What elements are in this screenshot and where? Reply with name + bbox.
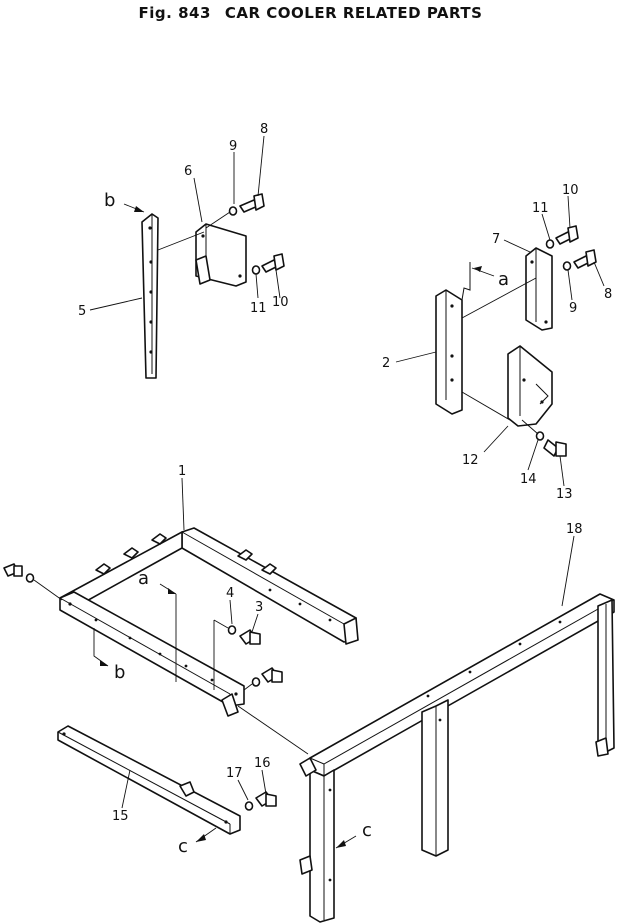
figure-caption: CAR COOLER RELATED PARTS [224,4,483,22]
part-label-1: 1 [178,464,186,479]
assembly-line [237,705,309,755]
part-label-3: 3 [255,600,263,615]
part-label-8-right: 8 [604,287,612,302]
part-label-18: 18 [566,522,583,537]
part-label-6: 6 [184,164,192,179]
bracket-part-12 [507,345,553,427]
part-label-7: 7 [492,232,500,247]
assembly-line [33,579,63,601]
ref-label-c: c [362,820,372,841]
part-label-13: 13 [556,487,573,502]
washer-part-11-left [251,265,261,275]
figure-number: Fig. 843 [138,4,211,22]
part-label-11-left: 11 [250,301,267,316]
ref-label-a: a [138,568,149,589]
part-label-9-left: 9 [229,139,237,154]
washer-part-14 [535,431,545,441]
assembly-line [213,619,229,629]
reference-arrow-a-lower: a [138,568,177,682]
part-label-5: 5 [78,304,86,319]
bolt-part-10-left [261,253,285,273]
reference-arrow-c-right: c [335,820,372,849]
washer-part-17 [244,801,254,811]
bolt-part-8-left [239,193,265,213]
part-label-16: 16 [254,756,271,771]
washer-part-11-right [545,239,555,249]
leader-lines [89,135,605,809]
part-label-9-right: 9 [569,301,577,316]
strap-part-15 [57,725,241,835]
bolt-part-13 [543,439,567,457]
washer-part-9-right [562,261,572,271]
ref-label-b: b [114,662,125,683]
part-label-15: 15 [112,809,129,824]
strap-part-5 [141,213,159,379]
figure-title: Fig. 843 CAR COOLER RELATED PARTS [0,4,621,22]
reference-arrow-c-left: c [178,827,217,857]
assembly-line [157,231,205,251]
bolt-part-3 [239,629,261,645]
strap-part-2 [435,262,471,415]
stand-part-18 [299,593,615,923]
assembly-line [461,391,511,421]
bolt-frame-left [3,563,23,577]
part-label-10-left: 10 [272,295,289,310]
part-label-8-left: 8 [260,122,268,137]
part-label-14: 14 [520,472,537,487]
assembly-line [461,277,537,319]
ref-label-b: b [104,190,115,211]
assembly-line [521,419,539,435]
bolt-part-8-right [573,249,597,269]
reference-arrow-b-upper: b [104,190,145,213]
part-label-12: 12 [462,453,479,468]
bolt-part-10-right [555,225,579,245]
washer-part-9-left [228,206,238,216]
bolt-frame-right [261,667,283,683]
reference-arrow-a-upper: a [471,266,509,290]
frame-part-1 [59,527,359,717]
assembly-line [243,683,253,691]
reference-arrow-b-lower: b [93,628,125,683]
part-label-10-right: 10 [562,183,579,198]
part-label-11-right: 11 [532,201,549,216]
part-label-4: 4 [226,586,234,601]
part-label-2: 2 [382,356,390,371]
washer-frame-left [25,573,35,583]
part-label-17: 17 [226,766,243,781]
assembly-line [205,211,231,229]
part-labels: 1 2 3 4 5 6 7 8 8 9 9 10 10 11 11 12 13 … [78,122,612,824]
ref-label-c: c [178,836,188,857]
washer-frame-right [251,677,261,687]
washer-part-4 [227,625,237,635]
bracket-part-7 [525,247,553,331]
bolt-part-16 [255,791,277,807]
ref-label-a: a [498,269,509,290]
bracket-part-6 [195,223,247,287]
